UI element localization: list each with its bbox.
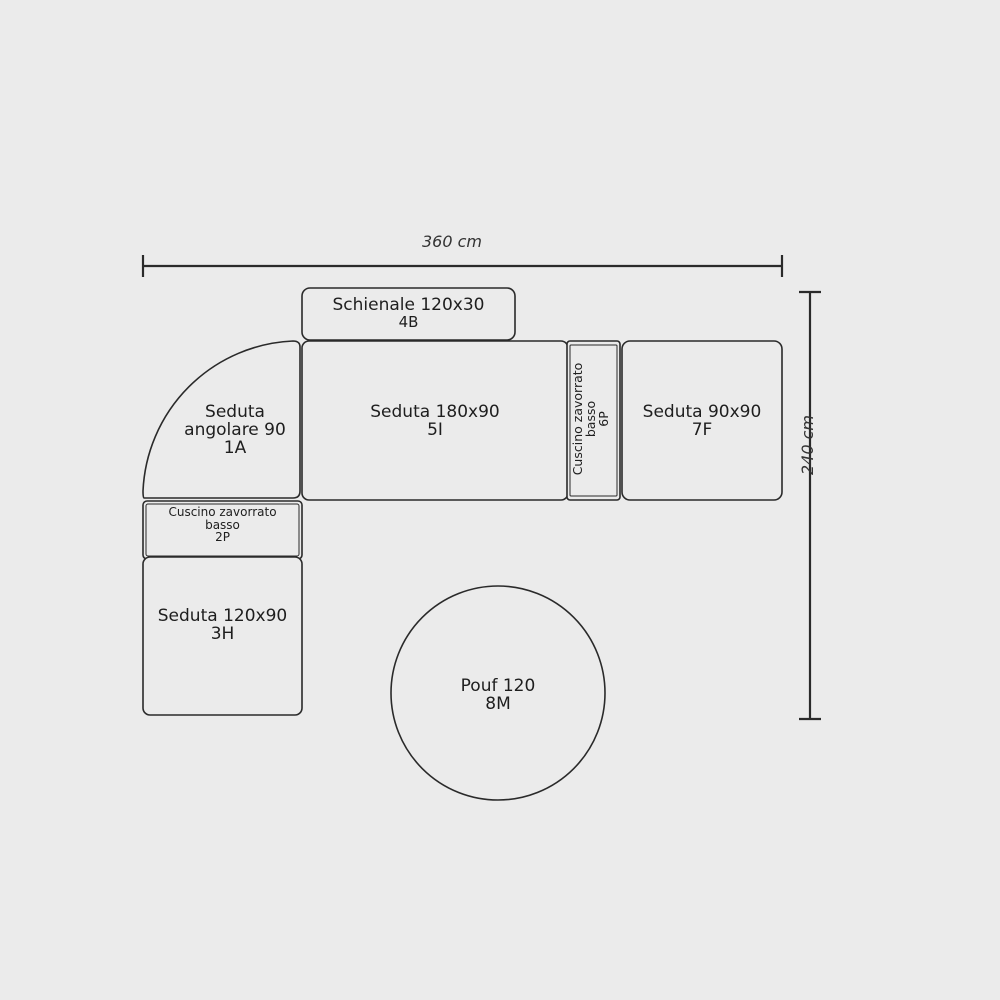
label-seduta-angolare-1a: Seduta angolare 90 1A xyxy=(162,402,308,458)
pouf-8m-code: 8M xyxy=(485,693,511,714)
cuscino-2p-code: 2P xyxy=(215,530,230,545)
label-seduta-3h: Seduta 120x90 3H xyxy=(143,606,302,644)
label-cuscino-6p: Cuscino zavorrato basso 6P xyxy=(570,345,612,493)
cuscino-6p-code: 6P xyxy=(596,411,612,427)
label-cuscino-2p: Cuscino zavorrato basso 2P xyxy=(143,506,302,544)
label-pouf-8m: Pouf 120 8M xyxy=(391,676,605,714)
cuscino-2p-line1: Cuscino zavorrato xyxy=(168,505,277,519)
seduta-5i-code: 5I xyxy=(427,419,443,440)
module-schienale-4b xyxy=(301,287,516,341)
schienale-4b-name: Schienale 120x30 xyxy=(332,295,485,315)
width-dimension-line xyxy=(141,255,784,277)
seduta-angolare-1a-code: 1A xyxy=(223,437,247,458)
seduta-7f-code: 7F xyxy=(691,419,713,440)
pouf-8m-name: Pouf 120 xyxy=(460,676,536,696)
label-seduta-5i: Seduta 180x90 5I xyxy=(302,402,568,440)
height-dimension-line xyxy=(799,290,821,721)
height-label: 240 cm xyxy=(798,415,817,476)
module-seduta-3h xyxy=(142,556,303,716)
seduta-3h-code: 3H xyxy=(210,623,235,644)
seduta-angolare-1a-line1: Seduta xyxy=(205,402,265,422)
width-label: 360 cm xyxy=(422,232,483,251)
module-pouf-8m xyxy=(390,585,606,801)
seduta-5i-name: Seduta 180x90 xyxy=(370,402,500,422)
module-seduta-angolare-1a xyxy=(142,340,301,499)
label-seduta-7f: Seduta 90x90 7F xyxy=(622,402,782,440)
seduta-3h-name: Seduta 120x90 xyxy=(157,606,288,626)
module-cuscino-2p-inner xyxy=(145,503,300,557)
schienale-4b-code: 4B xyxy=(398,312,419,331)
label-schienale-4b: Schienale 120x30 4B xyxy=(302,295,515,331)
seduta-7f-name: Seduta 90x90 xyxy=(642,402,762,422)
cuscino-2p-line2: basso xyxy=(205,517,240,532)
module-seduta-7f xyxy=(621,340,783,501)
module-cuscino-6p-inner xyxy=(569,344,618,497)
seduta-angolare-1a-line2: angolare 90 xyxy=(184,419,286,440)
